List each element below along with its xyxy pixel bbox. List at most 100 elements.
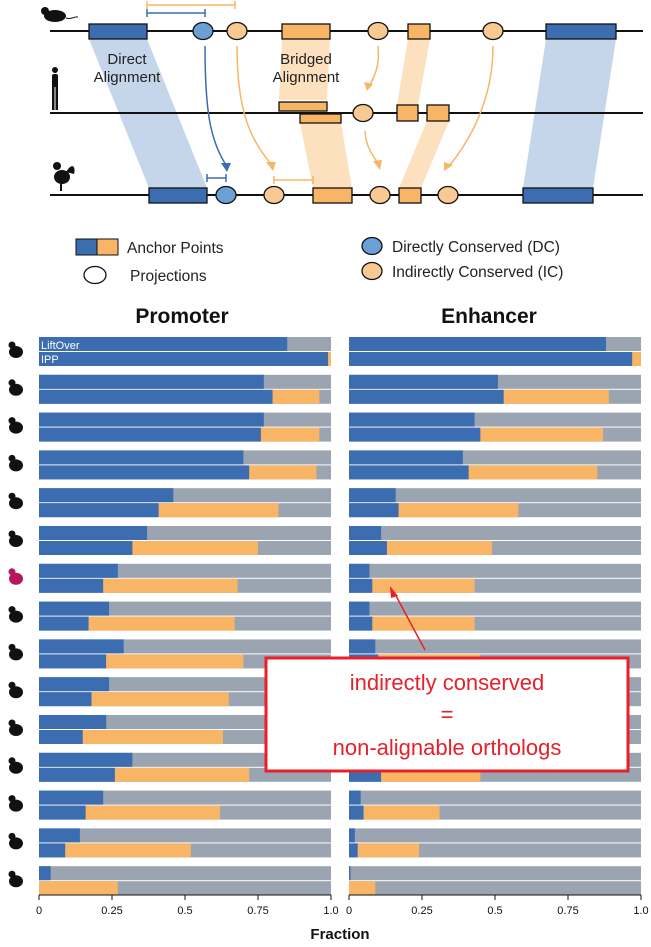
enhancer-title: Enhancer	[441, 305, 537, 328]
ipp-dc-bar	[39, 541, 133, 555]
liftover-bar-background	[39, 601, 331, 616]
species-row-platypus	[39, 526, 331, 555]
ipp-ic-bar	[349, 881, 376, 896]
anchor-orange-swatch	[96, 238, 119, 256]
liftover-dc-bar	[39, 790, 104, 805]
ipp-ic-bar	[65, 843, 191, 858]
platypus-icon	[8, 530, 23, 547]
species-row-lamprey	[349, 866, 641, 896]
x-tick-label: 0.75	[557, 905, 578, 917]
x-tick-label: 0.25	[101, 905, 122, 917]
anchor-point	[545, 23, 617, 40]
human-icon	[8, 379, 23, 396]
ipp-dc-bar	[39, 805, 86, 820]
x-tick-label: 0	[346, 905, 352, 917]
bridged-alignment-band	[399, 121, 449, 188]
ipp-ic-bar	[103, 578, 238, 593]
opossum-icon	[8, 492, 23, 510]
liftover-dc-bar	[39, 563, 118, 578]
projection-swatch	[83, 265, 107, 285]
liftover-bar-background	[349, 790, 641, 805]
ipp-ic-bar	[372, 578, 475, 593]
liftover-dc-bar	[349, 601, 370, 616]
annotation-line: indirectly conserved	[350, 670, 544, 695]
liftover-dc-bar	[349, 828, 355, 843]
species-row-emu	[39, 601, 331, 631]
ipp-bar-background	[349, 881, 641, 896]
ipp-ic-bar	[132, 541, 258, 555]
pig-icon	[8, 417, 23, 434]
x-tick-label: 1.0	[323, 905, 338, 917]
liftover-dc-bar	[349, 639, 376, 654]
ipp-ic-bar	[158, 503, 279, 518]
bridge-anchor	[281, 23, 331, 40]
liftover-dc-bar	[39, 752, 133, 767]
projection-arrow	[364, 130, 379, 164]
dc-projection	[215, 185, 237, 205]
x-axis-label: Fraction	[310, 926, 369, 943]
liftover-dc-bar	[39, 715, 107, 729]
liftover-bar-background	[349, 639, 641, 654]
ipp-ic-bar	[632, 352, 641, 366]
promoter-liftover-label: LiftOver	[41, 340, 80, 352]
ipp-dc-bar	[349, 616, 373, 631]
liftover-dc-bar	[39, 601, 110, 616]
liftover-dc-bar	[349, 450, 463, 465]
ipp-bar-background	[349, 843, 641, 858]
liftover-dc-bar	[349, 526, 382, 540]
frog-icon	[8, 795, 23, 812]
ic-projection	[369, 185, 391, 205]
bridged-alignment-label: Bridged	[280, 51, 332, 68]
liftover-dc-bar	[39, 337, 288, 351]
ipp-dc-bar	[39, 427, 261, 442]
bridge-anchor	[398, 187, 422, 204]
liftover-bar-background	[39, 828, 331, 843]
anchor-point	[148, 187, 208, 204]
snake-icon	[8, 719, 23, 736]
arrow-head	[444, 162, 453, 171]
ipp-dc-bar	[349, 389, 504, 404]
ipp-ic-bar	[357, 843, 420, 858]
species-row-mouse	[349, 337, 641, 366]
ipp-dc-bar	[349, 843, 358, 858]
species-row-opossum	[39, 488, 331, 518]
liftover-bar-background	[349, 601, 641, 616]
fish-icon	[8, 832, 23, 850]
alignment-diagram: Direct Alignment Bridged Alignment	[41, 1, 643, 205]
ipp-ic-bar	[39, 881, 118, 896]
ipp-ic-bar	[114, 767, 250, 782]
ipp-ic-bar	[91, 692, 229, 707]
ipp-ic-bar	[372, 616, 475, 631]
distance-interval	[146, 1, 236, 9]
ic-projection	[352, 103, 374, 123]
species-row-frog	[349, 790, 641, 820]
liftover-dc-bar	[349, 563, 370, 578]
species-row-alligator	[39, 639, 331, 669]
x-tick-label: 0.25	[411, 905, 432, 917]
species-row-pig	[349, 412, 641, 442]
projection-arrow	[449, 45, 494, 166]
ipp-dc-bar	[39, 578, 104, 593]
ipp-dc-bar	[39, 730, 83, 744]
annotation-callout: indirectly conserved = non-alignable ort…	[264, 586, 630, 773]
ipp-ic-bar	[106, 654, 244, 669]
liftover-dc-bar	[39, 488, 174, 503]
ipp-dc-bar	[39, 389, 273, 404]
bridge-anchor	[299, 113, 342, 124]
liftover-dc-bar	[39, 677, 110, 692]
arrow-head	[364, 82, 373, 91]
species-row-turtle	[39, 752, 331, 782]
liftover-dc-bar	[39, 412, 264, 427]
lizard-icon	[8, 681, 23, 699]
ipp-dc-bar	[39, 503, 159, 518]
species-row-lamprey	[39, 866, 331, 896]
species-row-frog	[39, 790, 331, 820]
liftover-bar-background	[39, 677, 331, 692]
ipp-ic-bar	[468, 465, 598, 480]
species-row-pig	[39, 412, 331, 442]
species-row-human	[349, 374, 641, 404]
liftover-bar-background	[39, 866, 331, 881]
liftover-dc-bar	[39, 866, 51, 881]
ipp-dc-bar	[39, 654, 107, 669]
ipp-dc-bar	[349, 503, 399, 518]
